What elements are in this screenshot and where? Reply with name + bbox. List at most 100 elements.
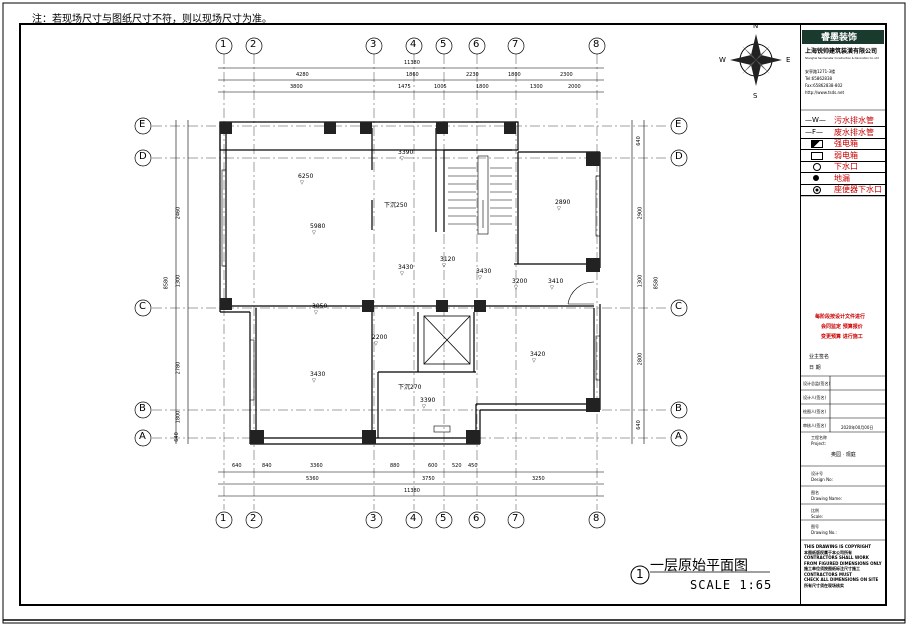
- company-logo-text: 睿墨装饰: [821, 33, 858, 43]
- signoff-reviewer: 审核人(签名): [803, 423, 827, 428]
- drawing-no-label: 图号: [811, 524, 819, 529]
- scale-label: 比例: [811, 508, 819, 513]
- date-label: 日 期: [809, 365, 821, 371]
- top-dim-row2: 2000: [568, 84, 581, 90]
- column-axis-label-bottom: 4: [410, 513, 417, 524]
- disclaimer-line: 施工单位须按图纸标注尺寸施工: [804, 566, 860, 571]
- top-dim-row1: 4280: [296, 72, 309, 78]
- right-dim-part: 2900: [637, 206, 644, 220]
- top-dim-row2: 1005: [434, 84, 447, 90]
- signoff-drafter: 绘图人(签名): [803, 409, 827, 414]
- row-axis-label-right: C: [675, 301, 682, 312]
- top-dim-row2: 1475: [398, 84, 411, 90]
- row-axis-label-left: D: [139, 151, 147, 162]
- windows: [221, 169, 601, 433]
- disclaimer-line: THIS DRAWING IS COPYRIGHT: [804, 544, 871, 549]
- bottom-dim-row1: 3360: [310, 463, 323, 469]
- company-logo-bg: [802, 30, 884, 44]
- compass-s: S: [753, 92, 758, 100]
- title-block: 睿墨装饰 上海锐帅建筑装潢有限公司 Shanghai Sanmenstar Co…: [800, 24, 887, 604]
- company-fax: Fax:65862838-802: [805, 83, 843, 88]
- elevation-label: 5980: [310, 223, 326, 230]
- drawing-no-en: Drawing No.:: [811, 530, 837, 535]
- elevation-label: 3430: [476, 268, 492, 275]
- elevator-shaft: [423, 315, 471, 365]
- scale-en: Scale:: [811, 514, 824, 519]
- top-dim-row2: 3800: [290, 84, 303, 90]
- legend-row: 地漏: [801, 173, 887, 185]
- legend-symbol: —F—: [805, 127, 824, 136]
- legend-label: 弱电箱: [834, 150, 858, 160]
- elevation-marker: ▽: [557, 206, 561, 212]
- company-web: http://www.tsds.net: [805, 90, 845, 95]
- legend-label: 座便器下水口: [834, 185, 882, 194]
- elevation-label: 2200: [372, 334, 388, 341]
- structural-columns: [220, 122, 600, 444]
- column-axis-label-bottom: 5: [440, 513, 447, 524]
- left-dim-part: 1300: [175, 274, 182, 288]
- column-axis-label-top: 4: [410, 39, 417, 50]
- right-dim-part: 640: [635, 136, 642, 146]
- project-label-en: Project:: [811, 441, 827, 446]
- right-dim-part: 640: [635, 420, 642, 430]
- column-axis-label-top: 1: [220, 39, 227, 50]
- legend-row: 下水口: [801, 161, 887, 173]
- design-no-en: Design No:: [811, 477, 833, 482]
- legend-label: 地漏: [834, 173, 850, 183]
- right-dim-part: 1300: [637, 274, 644, 288]
- elevation-marker: ▽: [312, 378, 316, 384]
- legend-row: —F— 废水排水管: [801, 127, 887, 139]
- door-swing: [567, 281, 595, 305]
- legend-label: 下水口: [834, 162, 858, 171]
- right-dim-part: 2800: [637, 352, 644, 366]
- room-note: 下沉270: [398, 384, 422, 391]
- bottom-dim-row1: 840: [262, 463, 272, 469]
- bottom-dim-row1: 600: [428, 463, 438, 469]
- compass-e: E: [786, 56, 791, 64]
- elevation-label: 3200: [512, 278, 528, 285]
- legend-row: 强电箱: [801, 138, 887, 150]
- title-number: 1: [636, 567, 644, 581]
- bottom-dim-row1: 640: [232, 463, 242, 469]
- elevation-label: 6250: [298, 173, 314, 180]
- owner-sign-label: 业主签名: [809, 354, 830, 360]
- column-axis-label-top: 2: [250, 39, 257, 50]
- column-axis-label-top: 7: [512, 39, 519, 50]
- drawing-scale: SCALE 1:65: [690, 578, 773, 592]
- elevation-marker: ▽: [374, 341, 378, 347]
- company-name-en: Shanghai Sanmenstar Construction & Decor…: [805, 57, 879, 60]
- legend-label: 污水排水管: [834, 116, 874, 125]
- legend-row: —W—污水排水管: [801, 115, 887, 127]
- top-dim-row1: 2230: [466, 72, 479, 78]
- top-dim-row1: 2300: [560, 72, 573, 78]
- legend-symbol: [805, 138, 829, 149]
- sign-date: 2020年00月00日: [841, 425, 874, 430]
- legend-symbol: [805, 184, 829, 195]
- top-dim-row1: 1800: [508, 72, 521, 78]
- company-name-cn: 上海锐帅建筑装潢有限公司: [805, 48, 878, 55]
- top-dim-row2: 1300: [530, 84, 543, 90]
- disclaimer-line: 所有尺寸须在现场核实: [804, 582, 844, 588]
- row-axis-label-left: C: [139, 301, 146, 312]
- left-dim-part: 2780: [175, 361, 182, 375]
- title-number-circle: [630, 565, 650, 585]
- bottom-dim-row2: 3250: [532, 476, 545, 482]
- bottom-dim-row1: 880: [390, 463, 400, 469]
- elevation-label: 3410: [548, 278, 564, 285]
- row-axis-label-right: D: [675, 151, 683, 162]
- staircase: [448, 155, 512, 235]
- legend-symbol: [805, 150, 829, 161]
- row-axis-label-right: B: [675, 403, 682, 414]
- row-axis-label-right: A: [675, 431, 682, 442]
- elevation-marker: ▽: [514, 285, 518, 291]
- signoff-designer: 设计人(签名): [803, 395, 827, 400]
- drawing-title: 一层原始平面图: [650, 558, 748, 574]
- elevation-label: 3050: [312, 303, 328, 310]
- signoff-director: 设计总监(签名): [803, 381, 831, 386]
- elevation-label: 3430: [310, 371, 326, 378]
- column-axis-bubbles: [134, 37, 688, 529]
- elevation-label: 3390: [398, 149, 414, 156]
- legend-label: 废水排水管: [834, 127, 874, 137]
- left-dim-part: 1800: [175, 410, 182, 424]
